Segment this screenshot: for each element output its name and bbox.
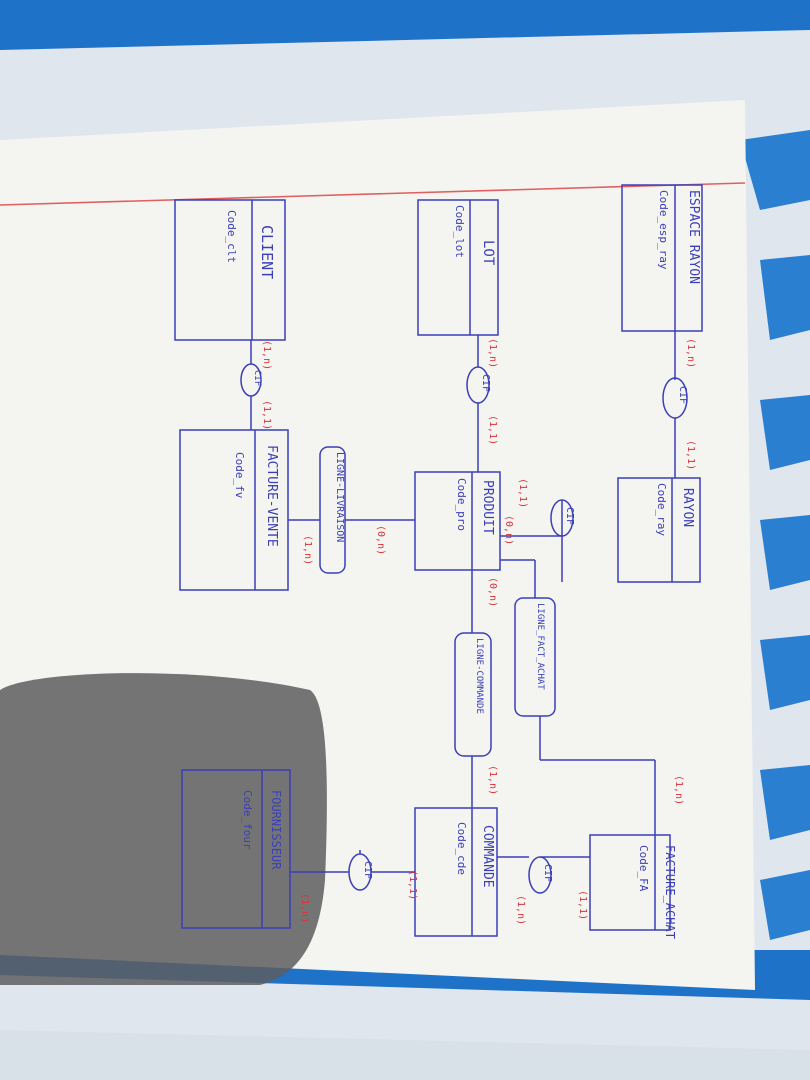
ligne-fact-achat-label: LIGNE_FACT_ACHAT <box>535 603 545 690</box>
mcd-diagram <box>174 184 703 937</box>
card-prod-cmd: (0,n) <box>487 577 498 607</box>
ligne-livraison-label: LIGNE-LIVRAISON <box>334 452 345 542</box>
card-prod-rayon: (1,1) <box>517 478 528 508</box>
card-four: (1,n) <box>299 893 310 923</box>
client-attr: Code_clt <box>225 210 238 263</box>
espace-rayon-attr: Code_esp_ray <box>657 190 670 270</box>
fournisseur-title: FOURNISSEUR <box>269 790 283 870</box>
cif-label-1: CIF <box>677 386 688 404</box>
card-cmd-four: (1,1) <box>407 870 418 900</box>
card-fv-liv: (1,n) <box>302 535 313 565</box>
card-lot-prod: (1,n) <box>487 338 498 368</box>
lot-attr: Code_lot <box>453 205 466 258</box>
cif-label-6: CIF <box>362 861 373 879</box>
assoc-box-ligne-livraison <box>319 446 346 574</box>
facture-vente-attr: Code_fv <box>233 452 246 499</box>
entity-box-client <box>174 199 286 341</box>
ligne-commande-label: LIGNE-COMMANDE <box>474 638 484 714</box>
rayon-title: RAYON <box>680 488 695 527</box>
fournisseur-attr: Code_four <box>241 790 254 850</box>
card-cmd-lc: (1,n) <box>487 765 498 795</box>
card-fa-lfa: (1,n) <box>673 775 684 805</box>
entity-box-fournisseur <box>181 769 291 929</box>
facture-vente-title: FACTURE-VENTE <box>264 445 279 547</box>
facture-achat-title: FACTURE_ACHAT <box>663 845 677 939</box>
commande-attr: Code_cde <box>455 822 468 875</box>
commande-title: COMMANDE <box>480 825 495 888</box>
card-cmd-four2: (1,n) <box>515 895 526 925</box>
espace-rayon-title: ESPACE RAYON <box>686 190 701 284</box>
lot-title: LOT <box>480 240 496 266</box>
cif-label-3: CIF <box>252 370 262 386</box>
client-title: CLIENT <box>258 225 276 279</box>
entity-box-lot <box>417 199 499 336</box>
produit-title: PRODUIT <box>480 480 495 535</box>
entity-box-facture-achat <box>589 834 671 931</box>
card-client-fv: (1,n) <box>261 340 272 370</box>
card-fv-client: (1,1) <box>261 400 272 430</box>
assoc-box-ligne-commande <box>454 632 492 757</box>
entity-box-espace-rayon <box>621 184 703 332</box>
entity-box-facture-vente <box>179 429 289 591</box>
card-prod-lot: (1,1) <box>487 415 498 445</box>
margin-line <box>0 182 746 206</box>
cif-label-4: CIF <box>564 507 575 525</box>
card-rayon-esp: (1,1) <box>685 440 696 470</box>
entity-box-produit <box>414 471 501 571</box>
rayon-attr: Code_ray <box>655 483 668 536</box>
produit-attr: Code_pro <box>455 478 468 531</box>
facture-achat-attr: Code_FA <box>637 845 650 892</box>
cif-label-5: CIF <box>542 864 553 882</box>
entity-box-rayon <box>617 477 701 583</box>
card-fa-four: (1,1) <box>577 890 588 920</box>
card-prod-rayon2: (0,n) <box>503 515 514 545</box>
cif-label-2: CIF <box>480 374 491 392</box>
card-esp-ray: (1,n) <box>685 338 696 368</box>
photographer-shadow <box>0 673 327 985</box>
card-prod-liv: (0,n) <box>375 525 386 555</box>
